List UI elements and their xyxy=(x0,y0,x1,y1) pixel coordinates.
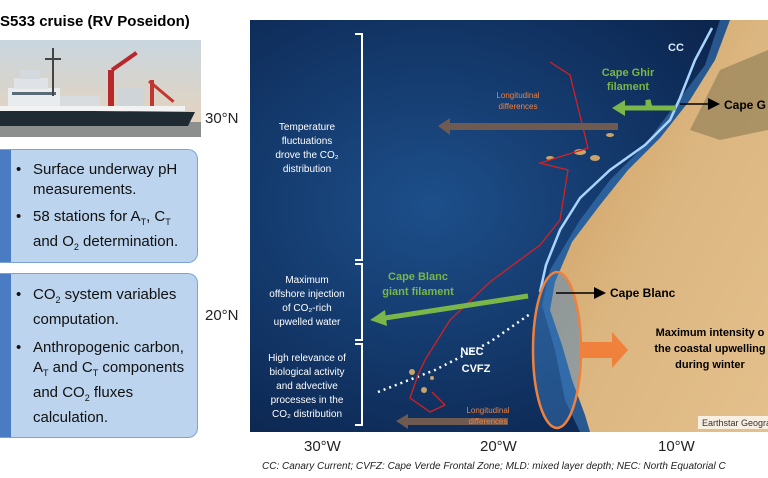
ship-photo xyxy=(0,40,201,137)
cc-label: CC xyxy=(668,42,684,54)
lat-label-30n: 30°N xyxy=(205,110,239,127)
longitudinal-label-top-1: Longitudinal xyxy=(496,91,539,100)
longitudinal-arrowhead-top xyxy=(438,118,450,135)
cruise-title: S533 cruise (RV Poseidon) xyxy=(0,13,190,30)
cvfz-label: CVFZ xyxy=(462,363,491,375)
longitudinal-label-top-2: differences xyxy=(499,102,538,111)
upwelling-label-3: during winter xyxy=(675,359,745,371)
side-note-2: Maximum offshore injection of CO₂-rich u… xyxy=(269,275,344,328)
island xyxy=(409,369,415,375)
cape-ghir-arrowhead xyxy=(612,100,625,116)
side-note-1-line: drove the CO₂ xyxy=(275,150,338,161)
upwelling-zone xyxy=(531,270,583,430)
atlas-mountains xyxy=(690,50,768,140)
item-text: and O xyxy=(33,233,74,250)
side-note-2-line: Maximum xyxy=(285,275,328,286)
item-text: 58 stations for A xyxy=(33,208,141,225)
cruise-track xyxy=(409,61,589,413)
list-item: Anthropogenic carbon, AT and CT componen… xyxy=(0,338,197,428)
side-note-3-line: biological activity xyxy=(269,367,344,378)
cape-ghir-filament-label-1: Cape Ghir xyxy=(602,67,655,79)
panel-tab xyxy=(0,150,11,262)
subscript: T xyxy=(140,217,147,227)
lon-label-20w: 20°W xyxy=(480,438,517,455)
item-text: fluxes calculation. xyxy=(33,384,134,426)
island xyxy=(421,387,427,393)
item-text: Surface underway pH measurements. xyxy=(33,161,178,198)
item-text: , C xyxy=(146,208,166,225)
island xyxy=(590,155,600,161)
cruise-map: CC Cape Ghir filament Cape G Longitudina… xyxy=(250,20,768,432)
footnote: CC: Canary Current; CVFZ: Cape Verde Fro… xyxy=(262,461,726,472)
side-note-3-line: CO₂ distribution xyxy=(272,409,342,420)
lon-label-30w: 30°W xyxy=(304,438,341,455)
cape-ghir-label: Cape G xyxy=(724,98,766,112)
nec-label: NEC xyxy=(460,346,483,358)
item-text: CO xyxy=(33,286,56,303)
subscript: T xyxy=(43,368,49,378)
upwelling-arrow xyxy=(582,332,628,368)
subscript: T xyxy=(165,217,171,227)
side-note-3: High relevance of biological activity an… xyxy=(268,353,346,420)
side-note-3-line: and advective xyxy=(276,381,338,392)
island xyxy=(430,376,434,380)
bracket-2 xyxy=(355,263,363,341)
side-note-2-line: offshore injection xyxy=(269,289,344,300)
subscript: T xyxy=(92,368,99,378)
upwelling-label-1: Maximum intensity o xyxy=(656,327,765,339)
cape-ghir-filament-label-2: filament xyxy=(607,81,650,93)
side-note-1: Temperature fluctuations drove the CO₂ d… xyxy=(275,122,338,175)
computation-panel: CO2 system variables computation. Anthro… xyxy=(0,273,198,438)
attribution-bg xyxy=(698,416,768,429)
item-text: and C xyxy=(48,359,93,376)
item-text: determination. xyxy=(78,233,179,250)
cape-blanc-filament-label-1: Cape Blanc xyxy=(388,271,448,283)
bracket-1 xyxy=(355,33,363,261)
side-note-3-line: processes in the xyxy=(271,395,344,406)
canary-current-line xyxy=(538,27,714,293)
upwelling-label-2: the coastal upwelling xyxy=(654,343,765,355)
side-note-1-line: Temperature xyxy=(279,122,336,133)
longitudinal-label-bottom-2: differences xyxy=(469,417,508,426)
longitudinal-arrowhead-bottom xyxy=(396,414,408,429)
island xyxy=(574,149,586,155)
subscript: 2 xyxy=(84,393,90,403)
side-note-2-line: of CO₂-rich xyxy=(282,303,331,314)
measurements-panel: Surface underway pH measurements. 58 sta… xyxy=(0,149,198,263)
cape-blanc-arrow xyxy=(384,293,529,321)
cape-blanc-filament-label-2: giant filament xyxy=(382,286,454,298)
cape-blanc-label: Cape Blanc xyxy=(610,286,676,300)
ship-image xyxy=(0,40,201,137)
item-text: Anthropogenic carbon, A xyxy=(33,339,184,376)
side-note-1-line: distribution xyxy=(283,164,331,175)
side-note-2-line: upwelled water xyxy=(274,317,341,328)
list-item: CO2 system variables computation. xyxy=(0,285,197,330)
attribution: Earthstar Geogra xyxy=(702,418,768,428)
side-note-1-line: fluctuations xyxy=(282,136,333,147)
island xyxy=(606,133,614,137)
list-item: Surface underway pH measurements. xyxy=(0,160,197,200)
longitudinal-arrow-top xyxy=(450,123,618,130)
cape-blanc-arrowhead xyxy=(370,310,387,326)
lat-label-20n: 20°N xyxy=(205,307,239,324)
cvfz-line xyxy=(377,312,531,394)
longitudinal-arrow-bottom xyxy=(408,418,508,425)
item-text: system variables computation. xyxy=(33,286,177,328)
list-item: 58 stations for AT, CT and O2 determinat… xyxy=(0,207,197,257)
subscript: 2 xyxy=(73,242,79,252)
item-text: components and CO xyxy=(33,359,185,401)
longitudinal-label-bottom-1: Longitudinal xyxy=(466,406,509,415)
lon-label-10w: 10°W xyxy=(658,438,695,455)
bracket-3 xyxy=(355,343,363,426)
cape-ghir-arrow xyxy=(625,99,676,111)
subscript: 2 xyxy=(55,295,61,305)
side-note-3-line: High relevance of xyxy=(268,353,346,364)
